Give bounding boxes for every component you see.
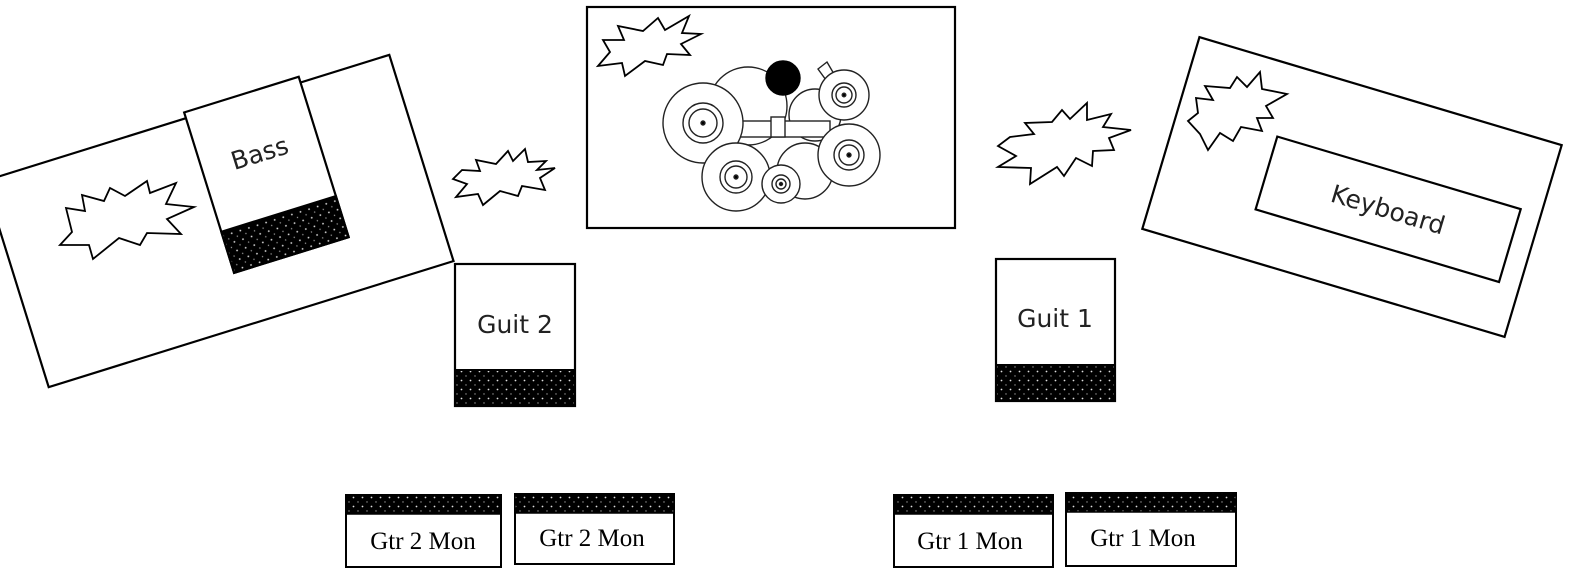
- guit2-burst-icon: [451, 147, 556, 207]
- drum-riser: [585, 5, 957, 230]
- gtr1-mon-right-label: Gtr 1 Mon: [1090, 525, 1196, 552]
- guit1-amp-grille: [995, 364, 1116, 402]
- guit2-amp: Guit 2: [453, 262, 577, 408]
- gtr1-mon-left-label: Gtr 1 Mon: [917, 528, 1023, 555]
- guit2-label: Guit 2: [477, 310, 553, 339]
- bass-burst-icon: [57, 179, 198, 261]
- gtr2-monitor-left: Gtr 2 Mon: [345, 494, 502, 568]
- keyboard: Keyboard: [1254, 135, 1523, 284]
- keyboard-riser: Keyboard: [1140, 35, 1564, 339]
- gtr2-monitor-left-grille: [345, 494, 502, 515]
- gtr2-monitor-right: Gtr 2 Mon: [514, 493, 675, 565]
- guit1-amp: Guit 1: [994, 257, 1117, 403]
- drum-burst-icon: [595, 13, 705, 78]
- bass-amp-grille: [219, 194, 351, 275]
- bass-riser: Bass: [0, 53, 455, 389]
- gtr2-monitor-right-grille: [514, 493, 675, 514]
- guit2-amp-grille: [454, 369, 576, 407]
- guit1-burst-icon: [994, 100, 1132, 186]
- guit1-label: Guit 1: [1017, 304, 1093, 333]
- keyboard-burst-icon: [1186, 69, 1290, 152]
- gtr1-monitor-left: Gtr 1 Mon: [893, 494, 1054, 568]
- gtr1-monitor-right-grille: [1065, 492, 1237, 513]
- gtr2-mon-left-label: Gtr 2 Mon: [370, 528, 476, 555]
- gtr2-mon-right-label: Gtr 2 Mon: [539, 525, 645, 552]
- drum-kit-icon: [662, 60, 881, 212]
- gtr1-monitor-left-grille: [893, 494, 1054, 515]
- bass-amp: Bass: [182, 75, 351, 275]
- gtr1-monitor-right: Gtr 1 Mon: [1065, 492, 1237, 567]
